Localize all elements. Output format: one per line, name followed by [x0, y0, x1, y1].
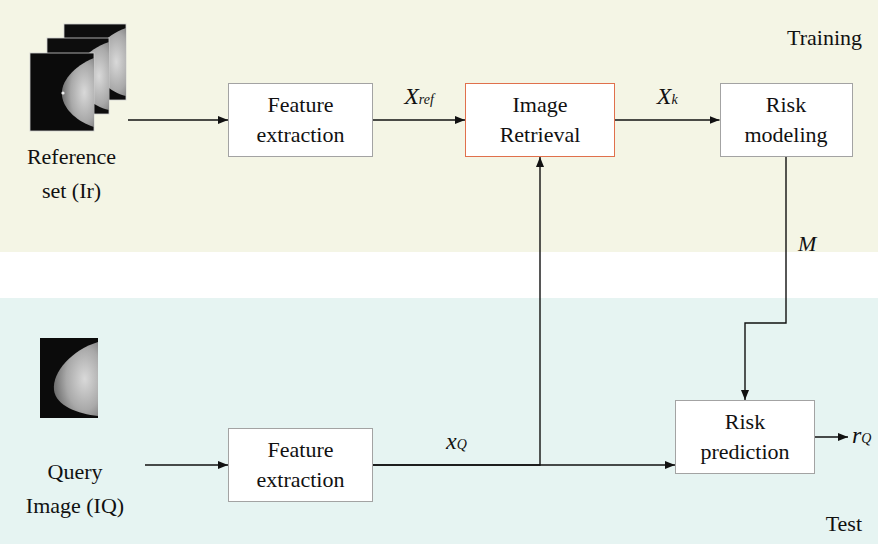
- process-box: Feature extraction: [228, 83, 373, 157]
- box-label: Feature extraction: [243, 90, 358, 150]
- flow-arrow: [745, 157, 786, 400]
- image-caption: Query Image (IQ): [20, 455, 130, 523]
- process-box: Image Retrieval: [465, 83, 615, 157]
- flow-arrow: [615, 119, 720, 120]
- flow-arrow: [145, 464, 228, 465]
- box-label: Image Retrieval: [483, 90, 598, 150]
- process-box: Risk modeling: [720, 83, 853, 157]
- phase-label: Training: [787, 24, 862, 52]
- edge-label: xQ: [446, 427, 467, 459]
- edge-label: M: [798, 230, 816, 258]
- edge-label: Xref: [404, 82, 434, 114]
- image-caption: Reference set (Ir): [15, 140, 128, 208]
- phase-label: Test: [826, 510, 862, 538]
- flow-arrow: [373, 119, 465, 120]
- box-label: Risk prediction: [688, 407, 803, 467]
- image-node: Query Image (IQ): [5, 335, 145, 520]
- flow-arrow: [373, 464, 675, 465]
- output-arrow: [815, 436, 848, 437]
- flow-arrow: [128, 119, 228, 120]
- box-label: Feature extraction: [243, 435, 358, 495]
- flow-arrow: [373, 157, 540, 465]
- image-node: Reference set (Ir): [15, 25, 128, 220]
- output-label: rQ: [852, 421, 871, 453]
- edge-label: Xk: [657, 82, 678, 114]
- box-label: Risk modeling: [729, 90, 844, 150]
- process-box: Risk prediction: [675, 400, 815, 474]
- process-box: Feature extraction: [228, 428, 373, 502]
